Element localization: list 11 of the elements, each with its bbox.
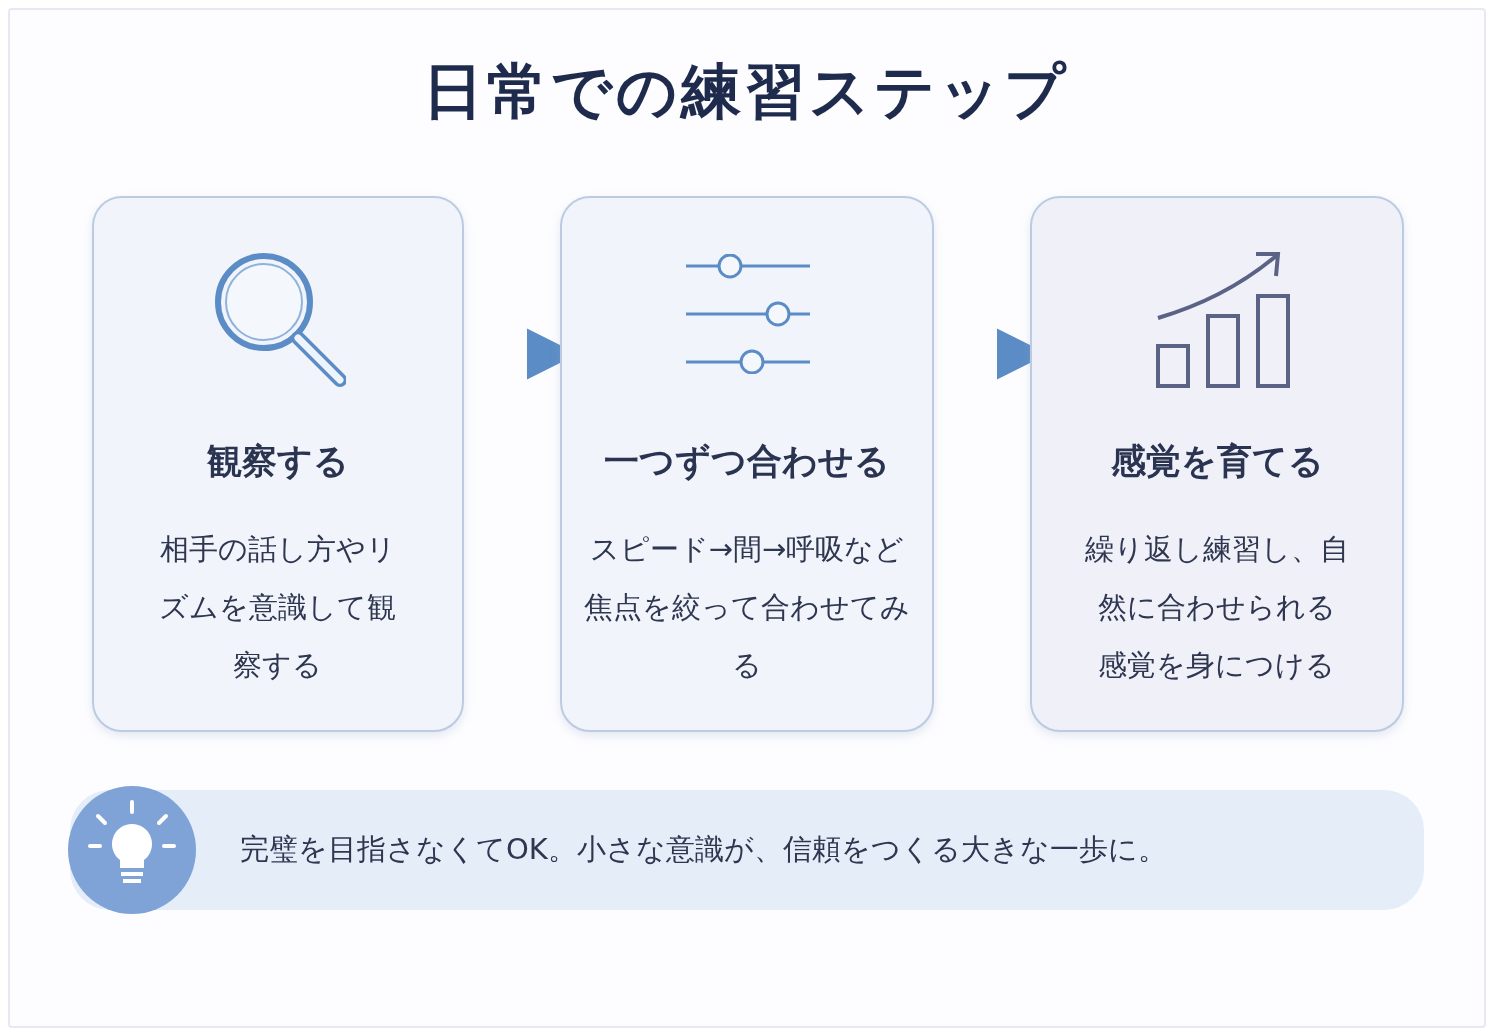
step-card bbox=[92, 196, 464, 732]
step-description: 繰り返し練習し、自然に合わせられる感覚を身につける bbox=[1084, 531, 1350, 684]
step-card bbox=[560, 196, 934, 732]
step-heading: 観察する bbox=[206, 440, 350, 483]
step-description: 相手の話し方やリズムを意識して観察する bbox=[159, 531, 397, 684]
tip-text: 完璧を目指さなくてOK。小さな意識が、信頼をつくる大きな一歩に。 bbox=[240, 831, 1167, 868]
step-heading: 一つずつ合わせる bbox=[603, 440, 891, 483]
step-description: スピード→間→呼吸など焦点を絞って合わせてみる bbox=[583, 531, 911, 684]
step-card bbox=[1030, 196, 1404, 732]
title: 日常での練習ステップ bbox=[422, 55, 1070, 128]
step-heading: 感覚を育てる bbox=[1109, 440, 1325, 483]
